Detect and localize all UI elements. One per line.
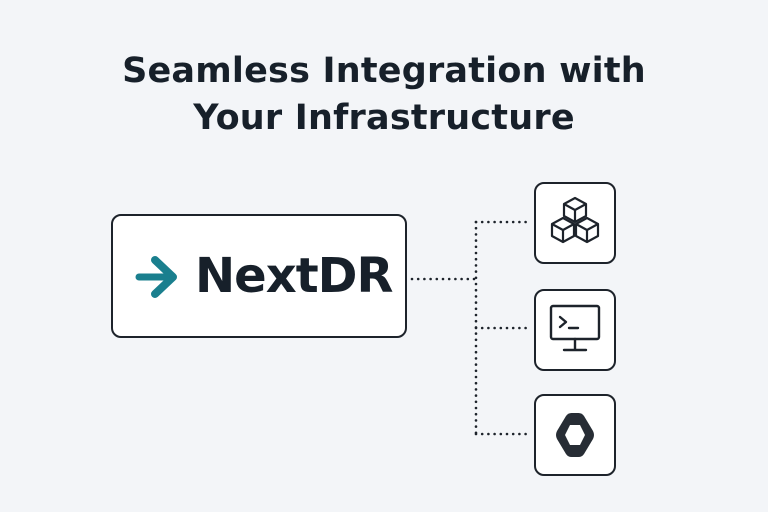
brand-name: NextDR (195, 248, 393, 304)
headline-line-1: Seamless Integration with (122, 51, 646, 91)
hexagon-nut-icon (556, 413, 594, 457)
integration-tile-terminal (534, 289, 616, 371)
cubes-icon (550, 196, 600, 244)
integration-tile-hexagon (534, 394, 616, 476)
integration-tile-cubes (534, 182, 616, 264)
arrow-right-icon (135, 256, 177, 298)
nextdr-logo-card: NextDR (111, 214, 407, 338)
headline: Seamless Integration with Your Infrastru… (0, 48, 768, 142)
terminal-monitor-icon (549, 304, 601, 352)
headline-line-2: Your Infrastructure (193, 98, 575, 138)
